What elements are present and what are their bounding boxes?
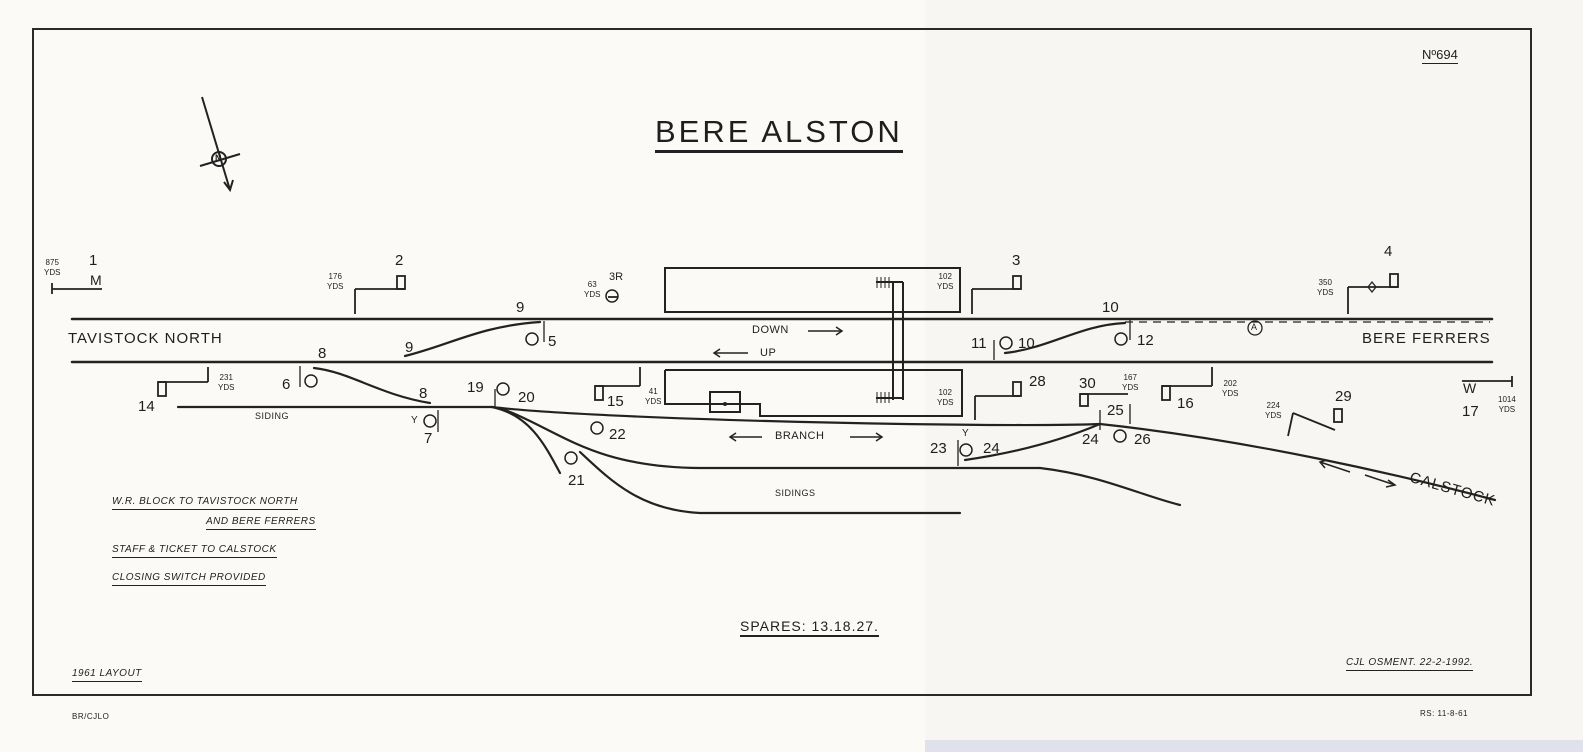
- diamond-marker: [1367, 280, 1377, 294]
- crossover-8: [312, 366, 432, 405]
- number-26: 26: [1134, 431, 1151, 448]
- label-bere-ferrers: BERE FERRERS: [1362, 330, 1491, 347]
- crossover-10: [1003, 321, 1127, 355]
- number-11: 11: [971, 335, 987, 352]
- label-branch: BRANCH: [775, 430, 825, 442]
- down-platform: [664, 267, 961, 313]
- ref-left: BR/CJLO: [72, 712, 110, 721]
- number-7: 7: [424, 430, 433, 447]
- signal-letter-y-7: Y: [411, 415, 418, 426]
- label-down: DOWN: [752, 324, 789, 336]
- number-17: 17: [1462, 403, 1479, 420]
- ground-signals: [304, 289, 1128, 465]
- north-letter: N: [215, 153, 222, 163]
- number-5: 5: [548, 333, 557, 350]
- scan-edge: [925, 740, 1583, 752]
- connection-24: [963, 422, 1102, 462]
- spares-text: SPARES: 13.18.27.: [740, 619, 879, 637]
- number-24-lower: 24: [983, 440, 1000, 457]
- crossover-9: [403, 320, 542, 358]
- signals: [51, 273, 1513, 437]
- label-sidings: SIDINGS: [775, 488, 816, 498]
- number-10-upper: 10: [1102, 299, 1119, 316]
- number-29: 29: [1335, 388, 1352, 405]
- diagram-number: Nº694: [1422, 47, 1458, 64]
- number-24-upper: 24: [1082, 431, 1099, 448]
- number-12: 12: [1137, 332, 1154, 349]
- number-21: 21: [568, 472, 585, 489]
- note-staff-ticket: STAFF & TICKET TO CALSTOCK: [112, 545, 277, 558]
- note-closing-switch: CLOSING SWITCH PROVIDED: [112, 573, 266, 586]
- number-14: 14: [138, 398, 155, 415]
- ref-right: RS: 11-8-61: [1420, 709, 1469, 718]
- number-9-lower: 9: [405, 339, 414, 356]
- number-16: 16: [1177, 395, 1194, 412]
- siding-spur-21: [490, 405, 562, 475]
- number-2: 2: [395, 252, 404, 269]
- compass: [199, 96, 241, 193]
- branch-line: [490, 405, 1497, 502]
- connections: [176, 320, 1497, 515]
- author-credit: CJL OSMENT. 22-2-1992.: [1346, 658, 1474, 671]
- lower-siding: [578, 450, 962, 515]
- label-up: UP: [760, 347, 777, 359]
- footbridge-steps: [876, 277, 890, 403]
- number-6: 6: [282, 376, 291, 393]
- label-tavistock-north: TAVISTOCK NORTH: [68, 330, 223, 347]
- number-19: 19: [467, 379, 484, 396]
- note-bere-ferrers: AND BERE FERRERS: [206, 517, 316, 530]
- direction-arrows: [712, 326, 1397, 488]
- number-10-lower: 10: [1018, 335, 1035, 352]
- number-9-upper: 9: [516, 299, 525, 316]
- number-8-lower: 8: [419, 385, 428, 402]
- label-siding: SIDING: [255, 411, 290, 421]
- signal-letter-w: W: [1463, 380, 1477, 396]
- circle-a: [1247, 320, 1263, 336]
- number-3r: 3R: [609, 271, 624, 283]
- long-siding: [498, 406, 1042, 470]
- number-25: 25: [1107, 402, 1124, 419]
- up-platform: [664, 369, 963, 417]
- layout-year: 1961 LAYOUT: [72, 669, 142, 682]
- number-4: 4: [1384, 243, 1393, 260]
- number-23: 23: [930, 440, 947, 457]
- number-30: 30: [1079, 375, 1096, 392]
- station-platforms: [664, 267, 963, 417]
- signal-box-lever: [723, 402, 727, 406]
- main-running-lines: [70, 317, 1494, 364]
- diagram-frame: [32, 28, 1532, 696]
- detection-arrows: [299, 320, 1131, 466]
- number-22: 22: [609, 426, 626, 443]
- right-sheet: [925, 0, 1583, 740]
- number-3: 3: [1012, 252, 1021, 269]
- circle-a-letter: A: [1251, 322, 1258, 332]
- page-title: BERE ALSTON: [655, 116, 903, 153]
- siding-tail: [1038, 466, 1182, 507]
- number-15: 15: [607, 393, 624, 410]
- number-1: 1: [89, 252, 98, 269]
- signal-letter-y-23: Y: [962, 428, 969, 439]
- signal-letter-m: M: [90, 272, 102, 288]
- number-8-upper: 8: [318, 345, 327, 362]
- number-20: 20: [518, 389, 535, 406]
- number-28: 28: [1029, 373, 1046, 390]
- note-wr-block: W.R. BLOCK TO TAVISTOCK NORTH: [112, 497, 298, 510]
- signal-box: [709, 391, 741, 413]
